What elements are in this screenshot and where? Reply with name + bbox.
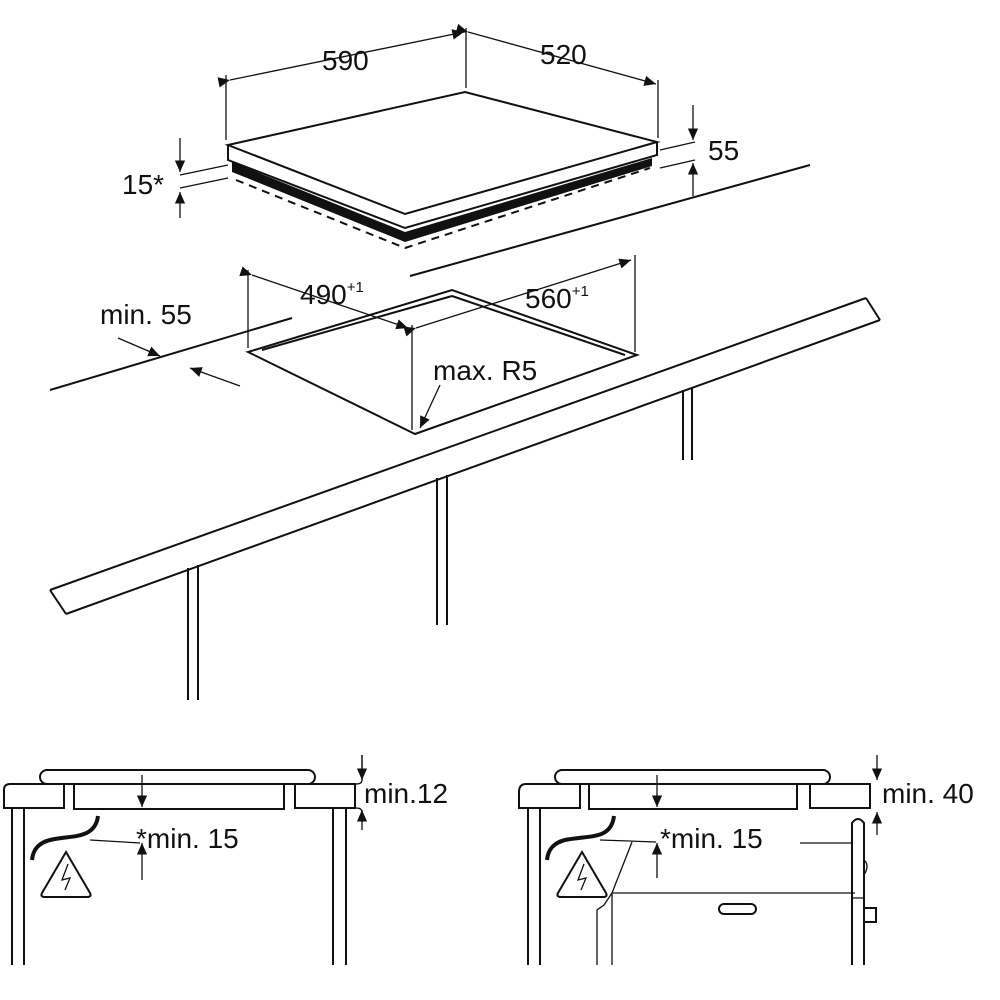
left-bottom-clearance-label: *min. 15 — [136, 823, 239, 854]
cutout-depth-label: 560+1 — [525, 283, 589, 314]
hob-offset-label: 15* — [122, 169, 164, 200]
max-radius-label: max. R5 — [433, 355, 537, 386]
right-bottom-clearance-label: *min. 15 — [660, 823, 763, 854]
section-right — [518, 755, 883, 965]
electric-hazard-icon — [40, 850, 92, 898]
hob-height-label: 55 — [708, 135, 739, 166]
min-edge-label: min. 55 — [100, 299, 192, 330]
right-top-clearance-label: min. 40 — [882, 778, 974, 809]
electric-hazard-icon — [556, 850, 608, 898]
hob-width-label: 590 — [322, 45, 369, 76]
section-left — [3, 755, 368, 965]
hob-depth-label: 520 — [540, 39, 587, 70]
cabinet-legs — [187, 387, 693, 700]
cutout-width-label: 490+1 — [300, 279, 364, 310]
left-top-clearance-label: min.12 — [364, 778, 448, 809]
hob — [224, 90, 661, 250]
hob-dimension-lines — [174, 23, 699, 218]
cutout-dimension-lines — [117, 255, 636, 430]
worktop — [49, 164, 881, 615]
